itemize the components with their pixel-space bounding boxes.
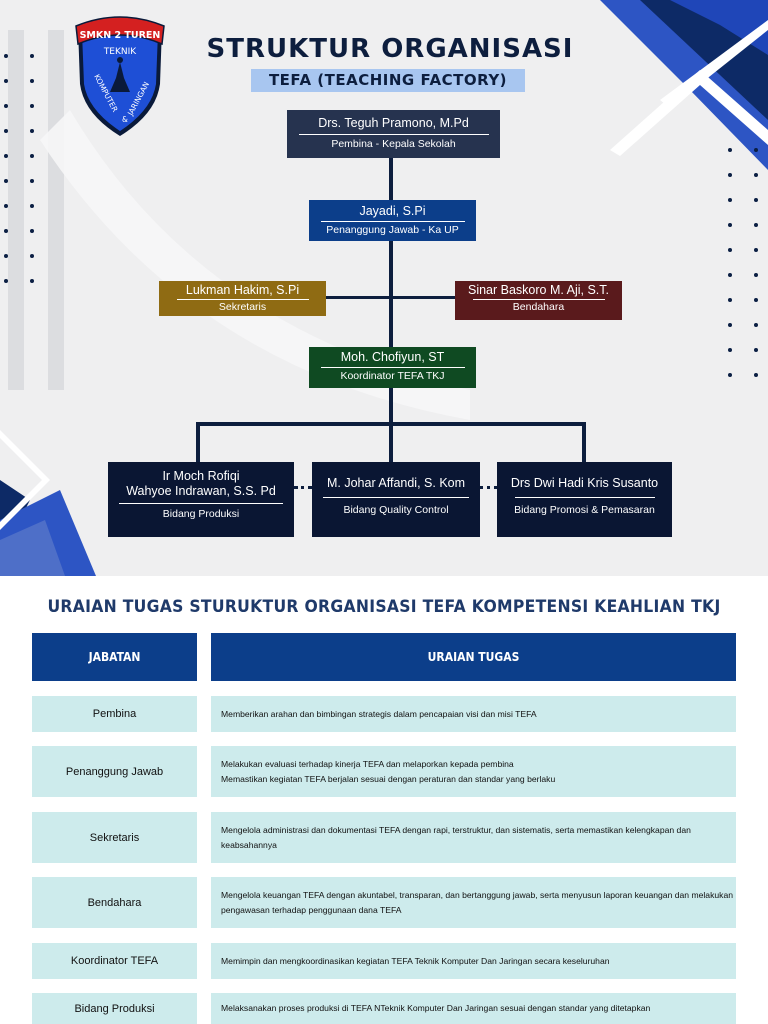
node-sekretaris-name: Lukman Hakim, S.Pi	[185, 283, 300, 297]
logo-top-text: SMKN 2 TUREN	[80, 30, 161, 41]
connector-bendahara	[393, 296, 455, 299]
row-uraian: Memberikan arahan dan bimbingan strategi…	[211, 696, 736, 732]
node-bidang-produksi-name-2: Wahyoe Indrawan, S.S. Pd	[126, 484, 276, 498]
row-uraian-line: Melaksanakan proses produksi di TEFA NTe…	[221, 1003, 651, 1013]
row-uraian-line: Memimpin dan mengkoordinasikan kegiatan …	[221, 955, 610, 966]
row-jabatan: Penanggung Jawab	[32, 746, 197, 797]
node-pembina-role: Pembina - Kepala Sekolah	[331, 138, 456, 150]
node-bidang-produksi-role: Bidang Produksi	[162, 508, 240, 520]
row-uraian-line: Mengelola administrasi dan dokumentasi T…	[221, 824, 691, 835]
node-bidang-produksi-name-1: Ir Moch Rofiqi	[162, 469, 240, 483]
row-jabatan: Pembina	[32, 696, 197, 732]
logo-bottom-text-amp: &	[122, 115, 128, 124]
connector-bidang-qc	[389, 422, 393, 464]
row-uraian: Mengelola keuangan TEFA dengan akuntabel…	[211, 877, 736, 928]
node-bendahara-role: Bendahara	[512, 301, 565, 313]
logo-middle-text: TEKNIK	[103, 47, 137, 57]
node-penanggung-jawab: Jayadi, S.Pi Penanggung Jawab - Ka UP	[309, 200, 476, 241]
node-bendahara: Sinar Baskoro M. Aji, S.T. Bendahara	[455, 281, 622, 320]
row-uraian-line: Memberikan arahan dan bimbingan strategi…	[221, 708, 537, 719]
connector-koordinator-bidang	[389, 388, 393, 424]
node-pembina: Drs. Teguh Pramono, M.Pd Pembina - Kepal…	[287, 110, 500, 158]
connector-sekretaris	[326, 296, 389, 299]
connector-bidang-produksi	[196, 422, 200, 464]
node-bidang-produksi: Ir Moch Rofiqi Wahyoe Indrawan, S.S. Pd …	[108, 462, 294, 537]
node-koordinator-name: Moh. Chofiyun, ST	[340, 350, 445, 364]
table-row: Koordinator TEFA Memimpin dan mengkoordi…	[32, 943, 736, 979]
node-bidang-qc-role: Bidang Quality Control	[343, 504, 449, 516]
row-uraian-line: Mengelola keuangan TEFA dengan akuntabel…	[221, 889, 734, 900]
dotted-link-right	[480, 486, 497, 489]
row-uraian-line: Melakukan evaluasi terhadap kinerja TEFA…	[221, 758, 514, 769]
node-bendahara-name: Sinar Baskoro M. Aji, S.T.	[467, 283, 610, 297]
column-header-jabatan: JABATAN	[32, 633, 197, 681]
row-uraian: Memimpin dan mengkoordinasikan kegiatan …	[211, 943, 736, 979]
row-uraian: Melakukan evaluasi terhadap kinerja TEFA…	[211, 746, 736, 797]
tasks-title: URAIAN TUGAS STURUKTUR ORGANISASI TEFA K…	[47, 597, 721, 617]
connector-pj-koordinator	[389, 241, 393, 347]
connector-pembina-pj	[389, 158, 393, 200]
table-row: Bendahara Mengelola keuangan TEFA dengan…	[32, 877, 736, 928]
row-uraian: Mengelola administrasi dan dokumentasi T…	[211, 812, 736, 863]
row-jabatan: Bendahara	[32, 877, 197, 928]
school-logo: SMKN 2 TUREN TEKNIK KOMPUTER & JARINGAN	[75, 16, 165, 136]
node-sekretaris: Lukman Hakim, S.Pi Sekretaris	[159, 281, 326, 316]
dotted-link-left	[294, 486, 312, 489]
connector-bidang-promosi	[582, 422, 586, 464]
column-header-uraian: URAIAN TUGAS	[211, 633, 736, 681]
node-bidang-promosi-name: Drs Dwi Hadi Kris Susanto	[510, 476, 659, 490]
org-chart-section: SMKN 2 TUREN TEKNIK KOMPUTER & JARINGAN …	[0, 0, 768, 576]
row-uraian-line: pengawasan terhadap penggunaan dana TEFA	[221, 904, 402, 915]
node-bidang-promosi: Drs Dwi Hadi Kris Susanto Bidang Promosi…	[497, 462, 672, 537]
node-penanggung-jawab-name: Jayadi, S.Pi	[359, 204, 426, 218]
row-jabatan: Bidang Produksi	[32, 993, 197, 1024]
page-title: STRUKTUR ORGANISASI	[206, 34, 574, 64]
node-bidang-promosi-role: Bidang Promosi & Pemasaran	[514, 504, 655, 516]
node-pembina-name: Drs. Teguh Pramono, M.Pd	[318, 116, 469, 130]
node-koordinator: Moh. Chofiyun, ST Koordinator TEFA TKJ	[309, 347, 476, 388]
row-jabatan: Koordinator TEFA	[32, 943, 197, 979]
table-row: Sekretaris Mengelola administrasi dan do…	[32, 812, 736, 863]
node-bidang-qc-name: M. Johar Affandi, S. Kom	[326, 476, 466, 490]
table-row: Pembina Memberikan arahan dan bimbingan …	[32, 696, 736, 732]
row-jabatan: Sekretaris	[32, 812, 197, 863]
row-uraian-line: Memastikan kegiatan TEFA berjalan sesuai…	[221, 773, 556, 784]
node-bidang-qc: M. Johar Affandi, S. Kom Bidang Quality …	[312, 462, 480, 537]
row-uraian: Melaksanakan proses produksi di TEFA NTe…	[211, 993, 736, 1024]
table-row: Penanggung Jawab Melakukan evaluasi terh…	[32, 746, 736, 797]
background-decoration	[0, 0, 768, 576]
table-row: Bidang Produksi Melaksanakan proses prod…	[32, 993, 736, 1024]
row-uraian-line: keabsahannya	[221, 839, 277, 850]
node-penanggung-jawab-role: Penanggung Jawab - Ka UP	[326, 224, 459, 236]
node-sekretaris-role: Sekretaris	[218, 301, 267, 313]
page-subtitle: TEFA (TEACHING FACTORY)	[251, 69, 525, 92]
node-koordinator-role: Koordinator TEFA TKJ	[340, 370, 445, 382]
